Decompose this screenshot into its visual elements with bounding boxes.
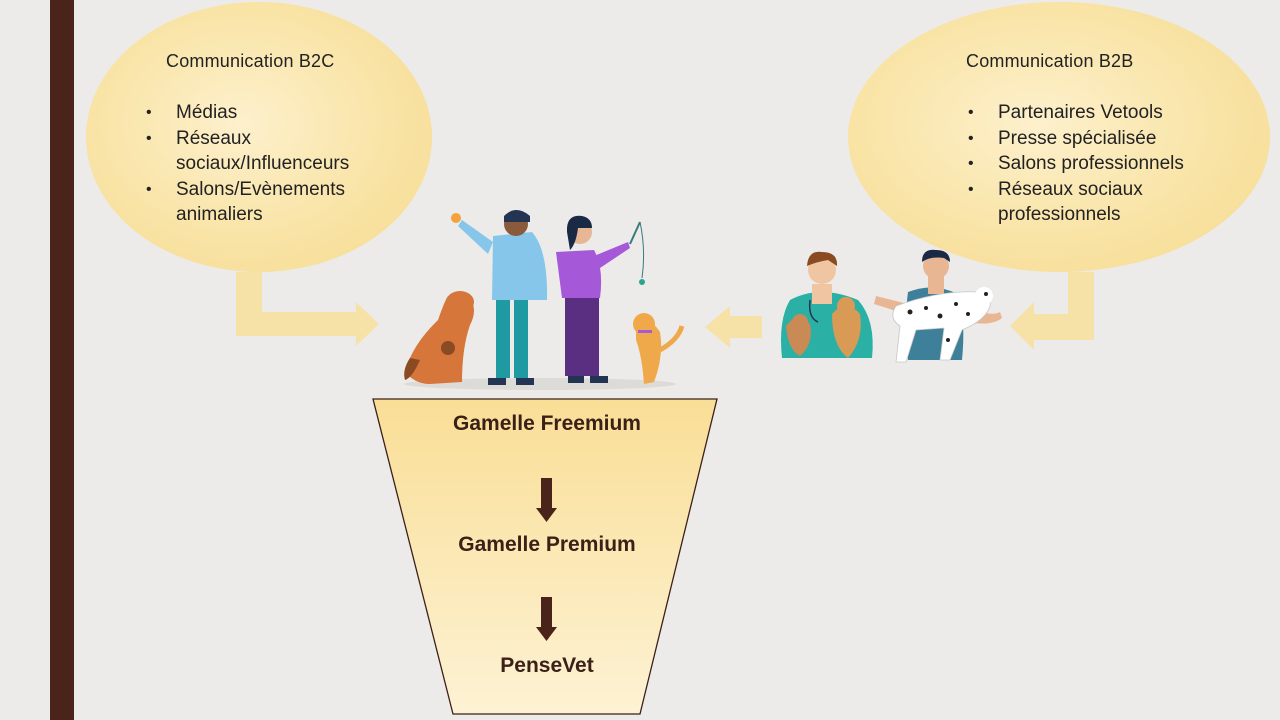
b2b-item: Partenaires Vetools [968,100,1248,126]
b2c-bubble: Communication B2C Médias Réseaux sociaux… [86,2,432,272]
b2c-item: Médias [146,100,406,126]
b2c-list: Médias Réseaux sociaux/Influenceurs Salo… [146,100,406,228]
b2b-arrow [1010,272,1094,350]
b2b-title: Communication B2B [966,51,1134,71]
funnel-arrow-1 [536,478,557,522]
b2b-item: Presse spécialisée [968,126,1248,152]
b2b-bubble: Communication B2B Partenaires Vetools Pr… [848,2,1270,272]
veterinarians-with-dogs-icon [781,249,1002,363]
middle-arrow [705,306,762,348]
b2c-item: Réseaux sociaux/Influenceurs [146,126,406,177]
b2c-item: Salons/Evènements animaliers [146,177,406,228]
side-bar [50,0,74,720]
funnel-stage-freemium: Gamelle Freemium [453,412,641,435]
funnel [372,398,718,715]
funnel-stage-pensevet: PenseVet [500,654,594,677]
b2b-item: Réseaux sociaux professionnels [968,177,1248,228]
b2b-list: Partenaires Vetools Presse spécialisée S… [968,100,1248,228]
b2c-arrow [236,272,379,346]
funnel-stage-premium: Gamelle Premium [458,533,636,556]
b2c-title: Communication B2C [166,51,335,71]
funnel-arrow-2 [536,597,557,641]
b2b-item: Salons professionnels [968,151,1248,177]
people-with-pets-icon [404,210,685,390]
